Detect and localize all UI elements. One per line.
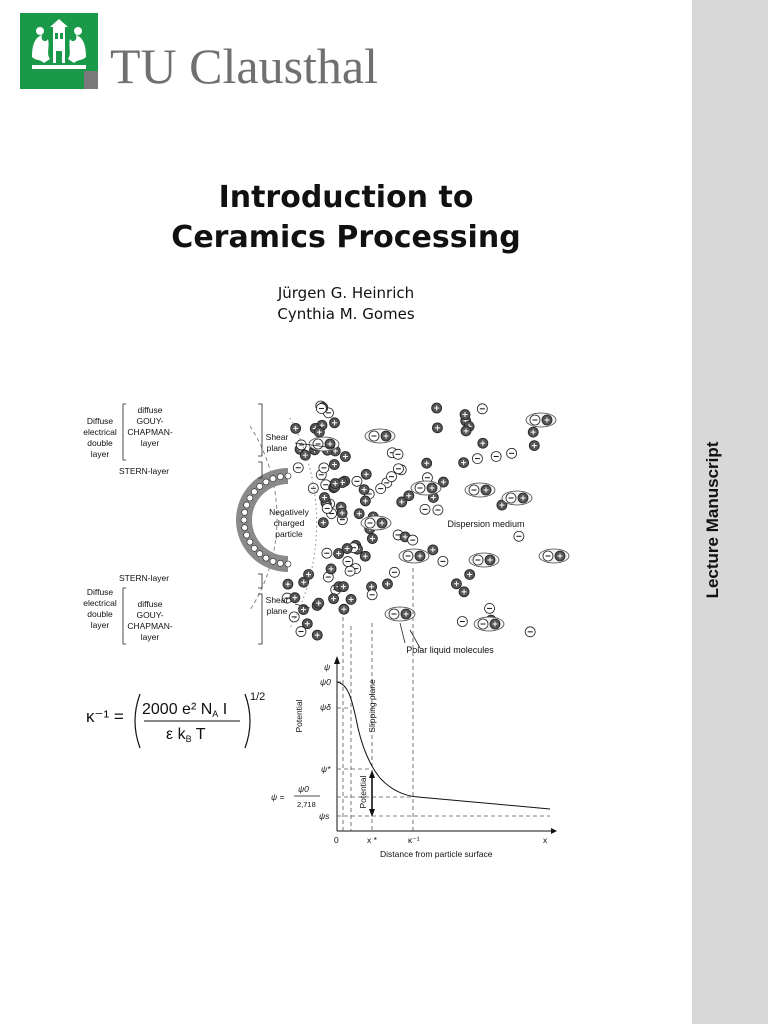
surface-charge — [250, 488, 258, 496]
particle-line-3: particle — [275, 529, 303, 539]
surface-charge — [277, 560, 284, 567]
surface-charge — [256, 482, 264, 490]
slipping-plane-label: Slipping plane — [367, 679, 377, 733]
psi0-tick: ψ0 — [320, 677, 331, 687]
upper-shear-line-2: plane — [267, 443, 288, 453]
upper-inner-line-3: CHAPMAN- — [127, 427, 173, 437]
potential-curve — [336, 681, 551, 810]
surface-charge — [284, 560, 292, 568]
surface-charges — [240, 472, 292, 568]
surface-charge — [262, 478, 270, 486]
inner-potential-label: Potential — [358, 775, 368, 808]
surface-charge — [241, 524, 248, 531]
surface-charge — [277, 473, 284, 480]
label-brackets — [122, 403, 421, 649]
upper-inner-line-2: GOUY- — [136, 416, 163, 426]
formula-denominator: ε kB T — [166, 726, 206, 744]
double-layer-figure: Diffuse electrical double layer diffuse … — [83, 400, 570, 859]
surface-charge — [256, 550, 264, 558]
surface-charge — [243, 531, 250, 539]
psi-eq-lhs: ψ = — [271, 792, 285, 802]
psi-star-tick: ψ* — [321, 764, 331, 774]
psi-delta-tick: ψδ — [320, 702, 331, 712]
surface-charge — [269, 475, 277, 482]
lower-outer-line-4: layer — [91, 620, 110, 630]
particle-line-2: charged — [274, 518, 305, 528]
lower-outer-line-2: electrical — [83, 598, 117, 608]
dispersion-medium-label: Dispersion medium — [447, 519, 524, 529]
lower-stern-label: STERN-layer — [119, 573, 169, 583]
formula-lhs: κ⁻¹ = — [86, 707, 124, 726]
psi-eq-num: ψ0 — [298, 784, 309, 794]
surface-charge — [243, 501, 250, 509]
title-line-2: Ceramics Processing — [171, 220, 521, 255]
psi-tick: ψ — [324, 662, 330, 672]
surface-charge — [284, 472, 292, 480]
potential-graph: Potential Slipping plane Potential Dista… — [271, 568, 557, 859]
surface-charge — [250, 544, 258, 552]
upper-stern-label: STERN-layer — [119, 466, 169, 476]
particle-line-1: Negatively — [269, 507, 309, 517]
upper-inner-line-4: layer — [141, 438, 160, 448]
formula-numerator: 2000 e² NA I — [142, 701, 227, 719]
title-line-1: Introduction to — [218, 180, 474, 215]
lower-shear-line-2: plane — [267, 606, 288, 616]
lower-outer-line-3: double — [87, 609, 113, 619]
surface-charge — [269, 558, 277, 565]
surface-charge — [246, 538, 254, 546]
lower-shear-line-1: Shear — [266, 595, 289, 605]
page-title: Introduction to Ceramics Processing — [0, 178, 692, 258]
graph-y-label: Potential — [294, 699, 304, 732]
polar-molecules-label: Polar liquid molecules — [406, 645, 494, 655]
upper-inner-line-1: diffuse — [138, 405, 163, 415]
x-tick-star: x * — [367, 835, 378, 845]
surface-charge — [241, 509, 248, 516]
psi-s-tick: ψs — [319, 811, 330, 821]
debye-formula: κ⁻¹ = 2000 e² NA I ε kB T 1/2 — [86, 691, 265, 749]
graph-x-label: Distance from particle surface — [380, 849, 493, 859]
surface-charge — [262, 554, 270, 562]
psi-eq-den: 2,718 — [297, 800, 316, 809]
surface-charge — [246, 494, 254, 502]
upper-outer-line-3: double — [87, 438, 113, 448]
lower-inner-line-3: CHAPMAN- — [127, 621, 173, 631]
ion-cloud — [281, 400, 570, 641]
x-axis-end: x — [543, 835, 548, 845]
upper-outer-line-2: electrical — [83, 427, 117, 437]
author-2: Cynthia M. Gomes — [277, 305, 415, 323]
crest-icon — [20, 13, 98, 89]
upper-outer-line-4: layer — [91, 449, 110, 459]
upper-shear-line-1: Shear — [266, 432, 289, 442]
authors: Jürgen G. Heinrich Cynthia M. Gomes — [0, 283, 692, 325]
lower-inner-line-2: GOUY- — [136, 610, 163, 620]
lower-inner-line-4: layer — [141, 632, 160, 642]
author-1: Jürgen G. Heinrich — [277, 284, 415, 302]
lower-outer-line-1: Diffuse — [87, 587, 114, 597]
x-tick-kappa: κ⁻¹ — [408, 835, 420, 845]
logo-wordmark: TU Clausthal — [110, 38, 379, 94]
sidebar — [692, 0, 768, 1024]
charged-particle — [236, 468, 288, 572]
x-tick-zero: 0 — [334, 835, 339, 845]
surface-charge — [240, 516, 248, 524]
lower-inner-line-1: diffuse — [138, 599, 163, 609]
upper-outer-line-1: Diffuse — [87, 416, 114, 426]
formula-exponent: 1/2 — [250, 691, 265, 703]
sidebar-label: Lecture Manuscript — [703, 441, 722, 599]
